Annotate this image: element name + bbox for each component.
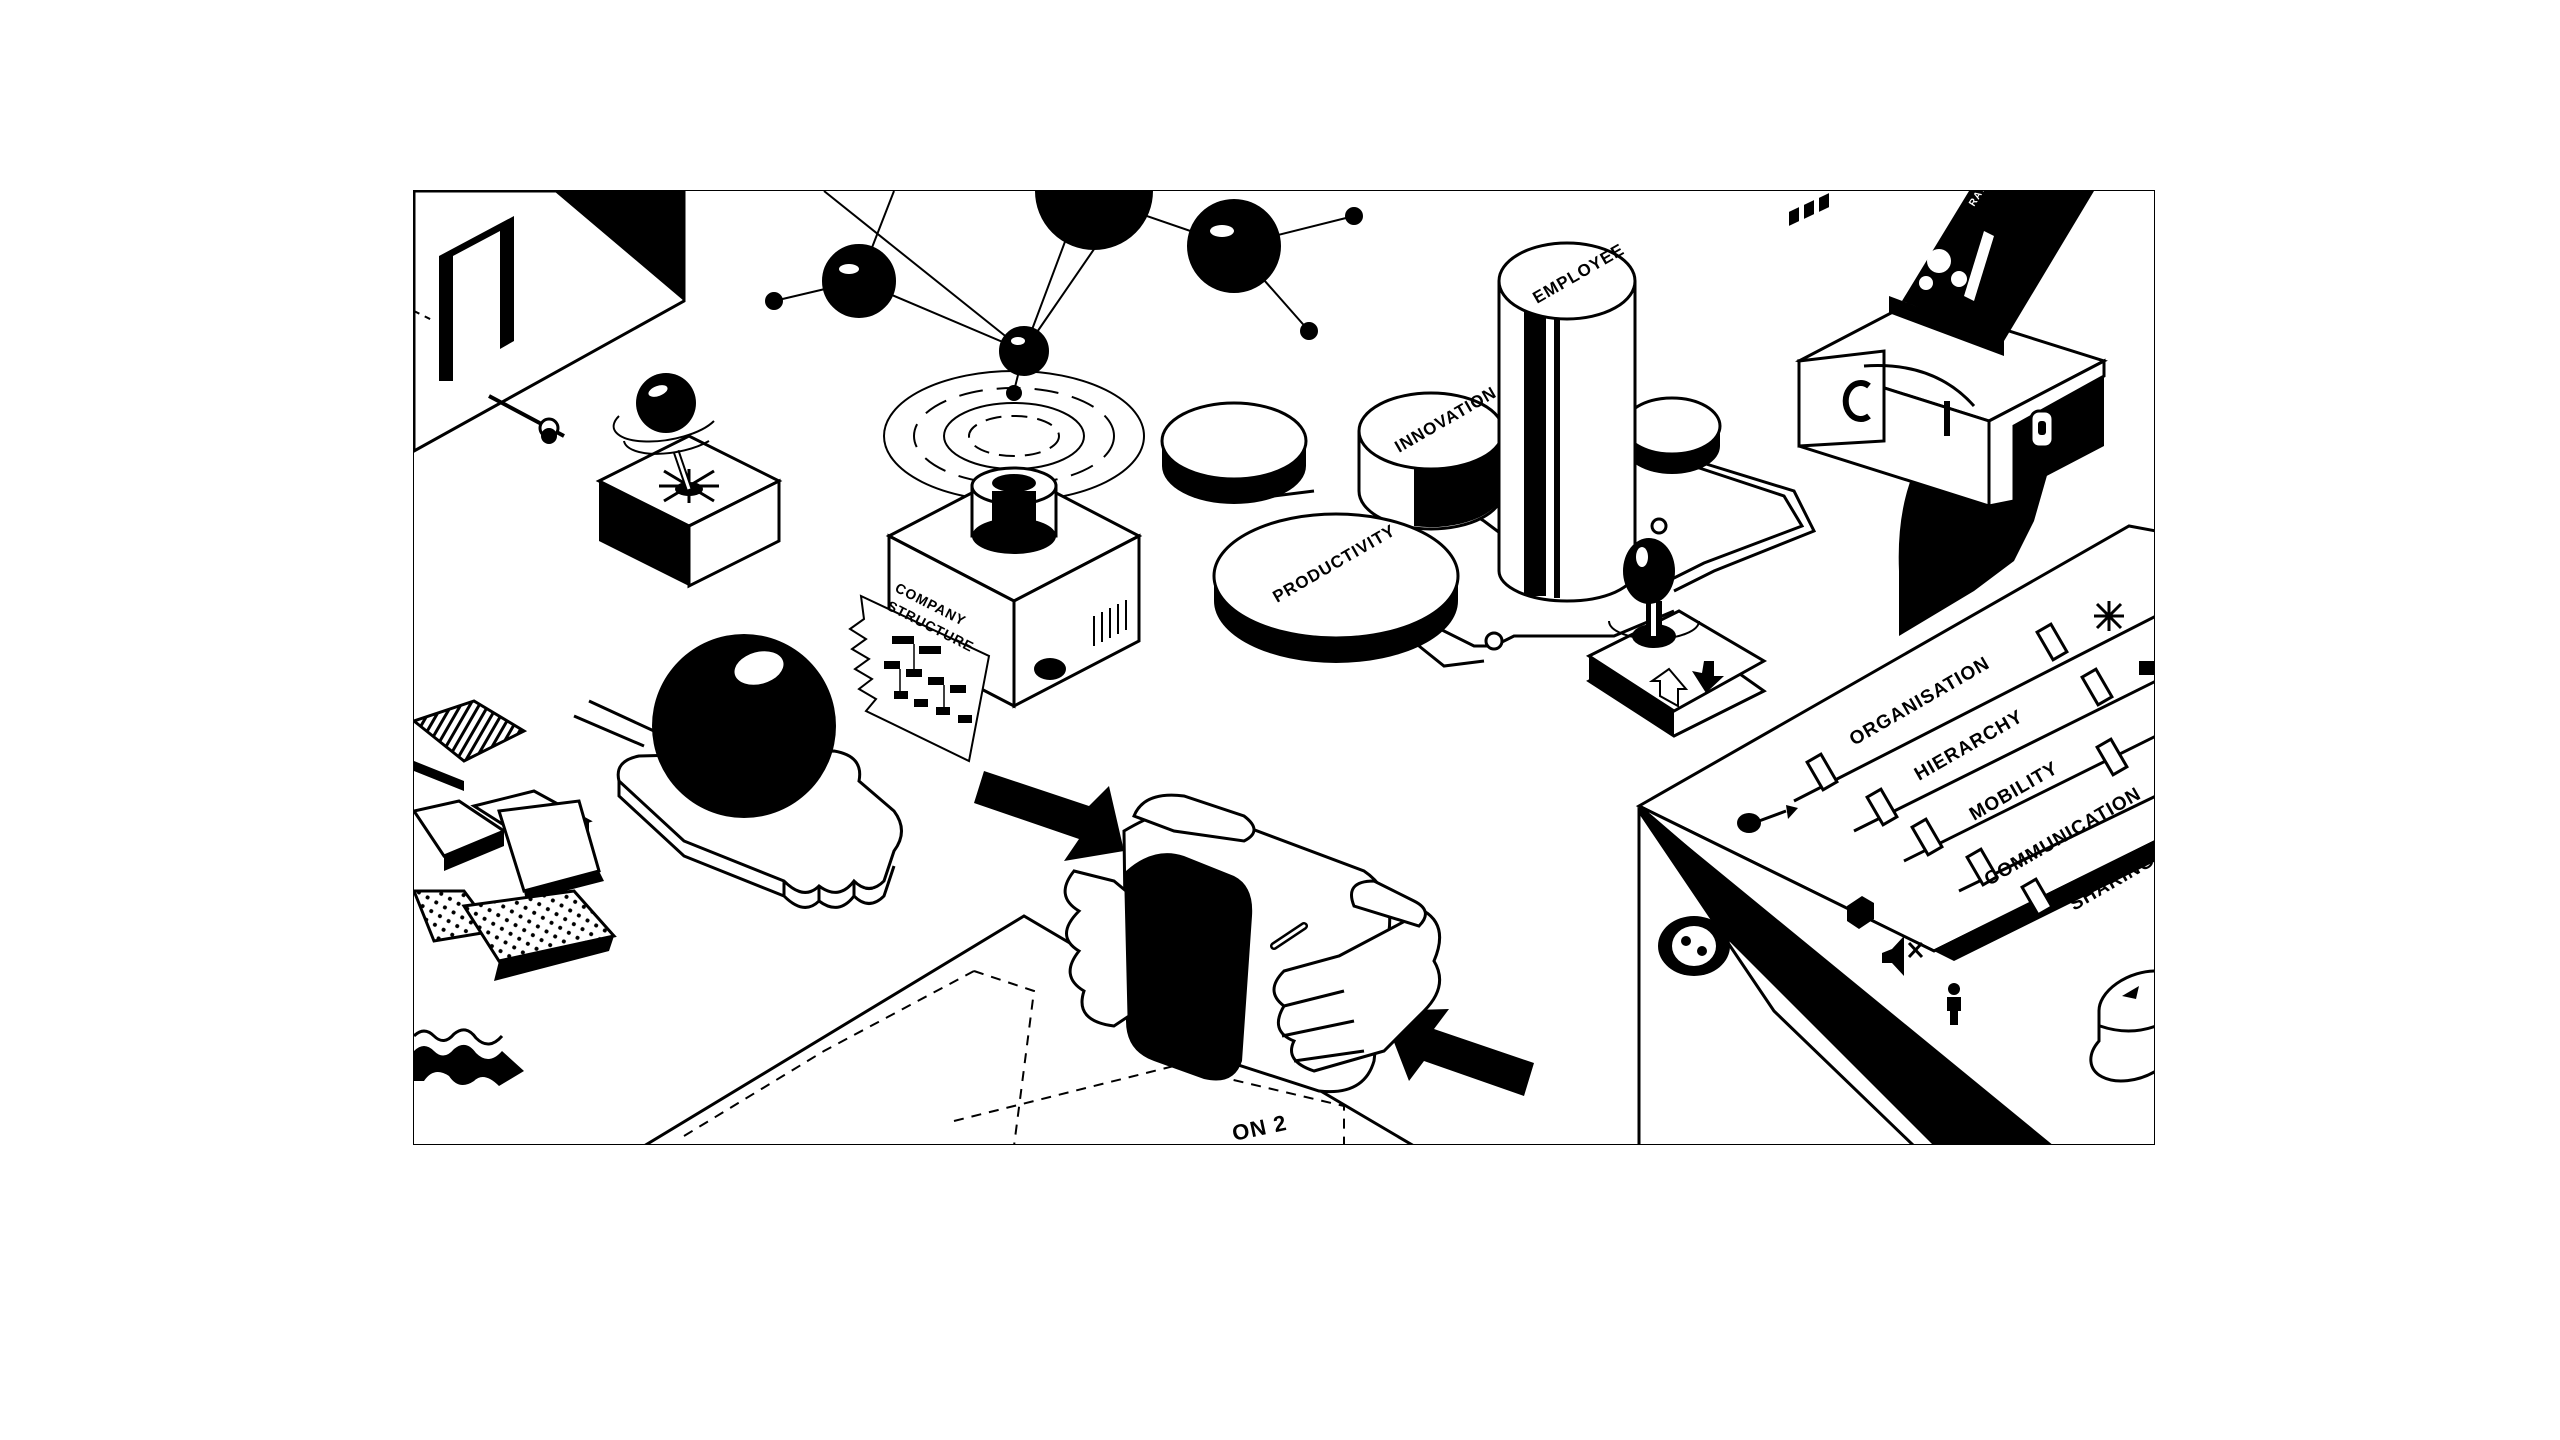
mixer-console: ORGANISATION HIERARCHY MOBILITY COMMUNIC… <box>1635 193 2154 1144</box>
house-icon <box>1847 896 1874 929</box>
hands-with-device <box>974 771 1534 1096</box>
metrics-cylinders: INNOVATION PRODUCTIVITY EMPLOYEE <box>1160 240 1817 668</box>
tile-stack <box>414 699 617 1086</box>
key-arrow-icon <box>1737 805 1798 833</box>
joystick-box-right <box>1585 538 1768 738</box>
radar-box: COMPANY STRUCTURE <box>848 370 1145 763</box>
building-block <box>414 191 686 453</box>
dashes-icon <box>1789 193 1829 226</box>
illustration-frame: COMPANY STRUCTURE <box>413 190 2155 1145</box>
power-socket-icon <box>1658 916 1730 976</box>
vr-headset: RATEGY <box>1795 191 2108 636</box>
move-arrows-icon-mixer <box>2094 601 2124 631</box>
arrow-up-down-icon <box>1648 661 1724 708</box>
mute-speaker-icon <box>1882 936 1924 976</box>
isometric-illustration: COMPANY STRUCTURE <box>414 191 2154 1144</box>
person-icon <box>1947 983 1961 1025</box>
molecule-network <box>765 191 1363 401</box>
hand-with-ball <box>573 634 903 909</box>
joystick-box-left <box>488 373 783 589</box>
